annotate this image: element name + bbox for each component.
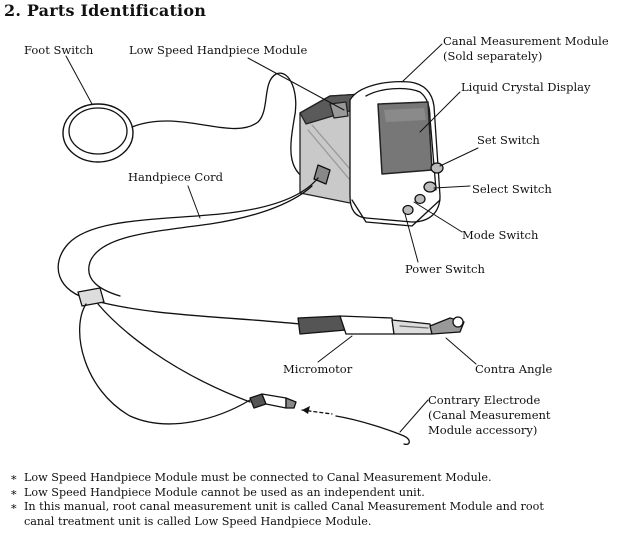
electrode-lead: [79, 303, 251, 425]
section-title: 2. Parts Identification: [4, 1, 207, 20]
note-bullet: ∗: [10, 485, 18, 499]
label-mode-switch: Mode Switch: [462, 228, 539, 242]
label-low-speed-module: Low Speed Handpiece Module: [129, 43, 308, 57]
note-bullet: ∗: [10, 471, 18, 484]
note-text: canal treatment unit is called Low Speed…: [24, 514, 372, 528]
note-bullet: ∗: [10, 500, 18, 514]
label-power-switch: Power Switch: [405, 262, 485, 276]
label-set-switch: Set Switch: [477, 133, 540, 147]
note-continuation: canal treatment unit is called Low Speed…: [10, 515, 544, 530]
parts-illustration: [57, 43, 479, 446]
note-text: Low Speed Handpiece Module must be conne…: [24, 471, 492, 484]
note-item: ∗ Low Speed Handpiece Module cannot be u…: [10, 486, 544, 501]
note-text: Low Speed Handpiece Module cannot be use…: [24, 485, 425, 499]
label-lcd: Liquid Crystal Display: [461, 80, 591, 94]
label-canal-module-note: (Sold separately): [443, 49, 543, 63]
handpiece-cord: [57, 177, 319, 325]
control-unit: [299, 80, 444, 227]
electrode-plug: [249, 393, 297, 409]
foot-switch-cable: [131, 72, 309, 181]
label-handpiece-cord: Handpiece Cord: [128, 170, 223, 184]
label-contrary-electrode-note1: (Canal Measurement: [428, 408, 551, 422]
label-contrary-electrode-note2: Module accessory): [428, 423, 538, 437]
handpiece-cord-loop: [88, 185, 313, 297]
label-micromotor: Micromotor: [283, 362, 353, 376]
contrary-electrode-hook: [335, 415, 410, 446]
note-item: ∗ Low Speed Handpiece Module must be con…: [10, 471, 544, 486]
label-foot-switch: Foot Switch: [24, 43, 94, 57]
label-contra-angle: Contra Angle: [475, 362, 553, 376]
notes-list: ∗ Low Speed Handpiece Module must be con…: [10, 471, 544, 529]
label-canal-module: Canal Measurement Module: [443, 34, 609, 48]
cord-clip: [77, 287, 105, 307]
micromotor-assembly: [297, 315, 465, 335]
label-select-switch: Select Switch: [472, 182, 552, 196]
foot-switch-pedal: [62, 103, 134, 163]
leader-lines: [65, 43, 479, 433]
note-item: ∗ In this manual, root canal measurement…: [10, 500, 544, 515]
label-contrary-electrode: Contrary Electrode: [428, 393, 541, 407]
note-text: In this manual, root canal measurement u…: [24, 500, 544, 514]
